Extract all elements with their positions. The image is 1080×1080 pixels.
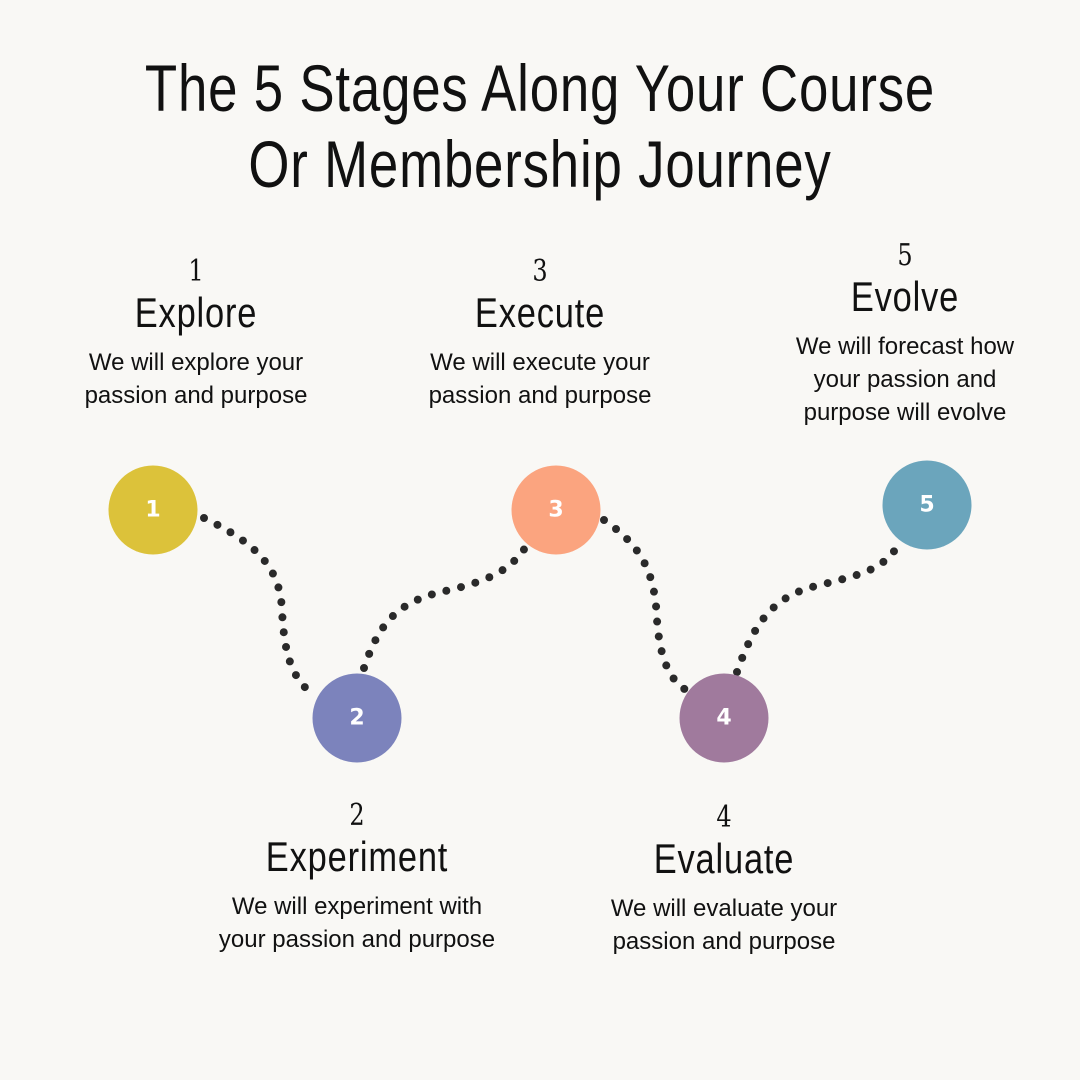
stage-number: 1 bbox=[188, 254, 204, 289]
stage-3-circle bbox=[511, 465, 601, 555]
stage-5-circle bbox=[882, 460, 972, 550]
stage-3-circle-number: 3 bbox=[548, 498, 563, 523]
stage-name: Evolve bbox=[850, 273, 960, 320]
stage-name: Explore bbox=[134, 289, 258, 336]
stage-name: Execute bbox=[474, 289, 606, 336]
stage-4-circle-number: 4 bbox=[716, 706, 731, 731]
stage-1-circle bbox=[108, 465, 198, 555]
stage-number: 4 bbox=[716, 800, 732, 835]
title-line-1: The 5 Stages Along Your Course bbox=[144, 51, 936, 125]
stage-1-circle-number: 1 bbox=[145, 498, 160, 523]
page-title: The 5 Stages Along Your Course Or Member… bbox=[0, 50, 1080, 202]
stage-5-circle-number: 5 bbox=[919, 493, 934, 518]
stage-number: 2 bbox=[349, 798, 365, 833]
connector-1-2 bbox=[200, 514, 314, 696]
stage-number: 3 bbox=[532, 254, 548, 289]
stage-number: 5 bbox=[897, 238, 913, 273]
connector-2-3 bbox=[360, 544, 529, 672]
stage-name: Evaluate bbox=[653, 835, 795, 882]
connector-4-5 bbox=[733, 546, 899, 676]
stage-2-circle bbox=[312, 673, 402, 763]
stage-4-circle bbox=[679, 673, 769, 763]
stage-name: Experiment bbox=[265, 833, 449, 880]
connector-3-4 bbox=[600, 516, 690, 694]
title-line-2: Or Membership Journey bbox=[248, 127, 832, 201]
stage-2-circle-number: 2 bbox=[349, 706, 364, 731]
